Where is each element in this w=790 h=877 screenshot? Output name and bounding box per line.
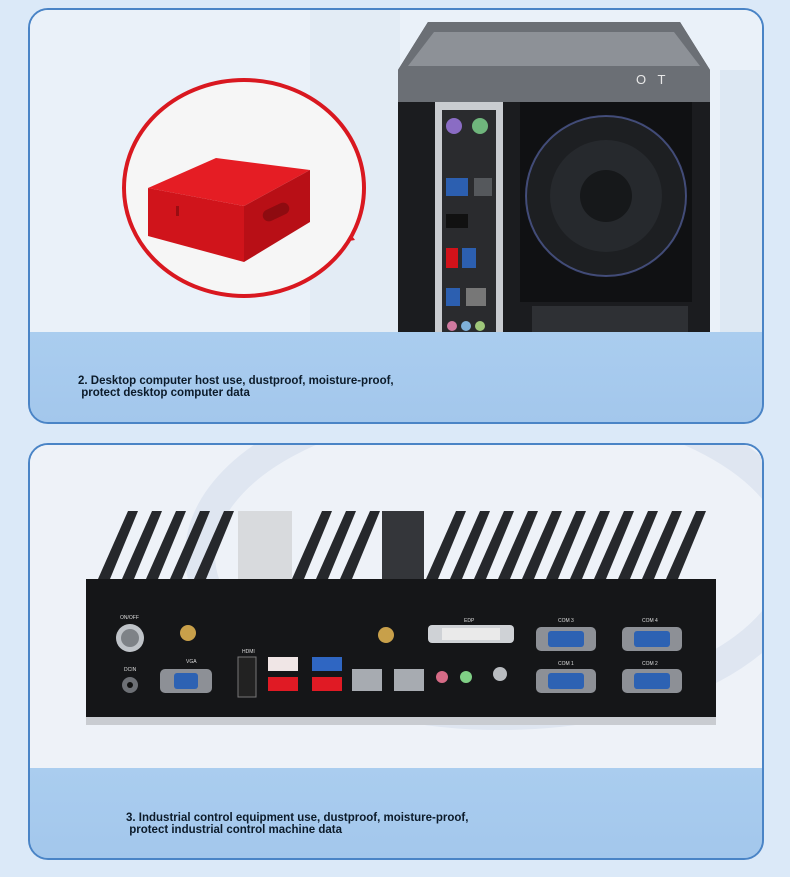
- usb-dust-plug-1: [268, 677, 298, 691]
- dust-plug-front: [148, 188, 244, 262]
- dust-plug-top: [148, 158, 310, 206]
- label-vga: VGA: [186, 659, 197, 665]
- desktop-illustration: O T: [30, 10, 762, 336]
- caption-industrial: 3. Industrial control equipment use, dus…: [126, 812, 468, 836]
- audio-out-jack: [460, 671, 472, 683]
- industrial-photo: ON/OFF DCIN VGA HDMI: [30, 445, 762, 771]
- front-panel: [86, 579, 716, 717]
- hdmi-port: [237, 656, 257, 698]
- dust-plug-callout: [122, 78, 366, 298]
- lan-port-1: [352, 669, 382, 691]
- label-on-off: ON/OFF: [120, 615, 139, 621]
- usb-dust-plug-2: [312, 677, 342, 691]
- desktop-use-card: O T: [28, 8, 764, 424]
- label-com2: COM 2: [642, 661, 658, 667]
- lan-port-2: [394, 669, 424, 691]
- usb-port-2: [312, 657, 342, 671]
- caption-line-2: protect desktop computer data: [78, 387, 250, 399]
- usb-port-1: [268, 657, 298, 671]
- caption-line-1: 3. Industrial control equipment use, dus…: [126, 812, 469, 824]
- industrial-use-card: ON/OFF DCIN VGA HDMI: [28, 443, 764, 860]
- caption-desktop: 2. Desktop computer host use, dustproof,…: [78, 375, 394, 399]
- heatsink-fins: [98, 511, 706, 583]
- label-com1: COM 1: [558, 661, 574, 667]
- case-logo: O T: [636, 72, 669, 87]
- label-com3: COM 3: [558, 618, 574, 624]
- caption-band: [30, 332, 762, 422]
- caption-line-2: protect industrial control machine data: [126, 824, 342, 836]
- caption-band: [30, 768, 762, 858]
- antenna-connector-2: [378, 627, 394, 643]
- antenna-connector-1: [180, 625, 196, 641]
- audio-mic-jack: [436, 671, 448, 683]
- ground-screw: [493, 667, 507, 681]
- desktop-case: O T: [398, 22, 710, 336]
- caption-line-1: 2. Desktop computer host use, dustproof,…: [78, 375, 394, 387]
- label-edp: EDP: [464, 618, 475, 624]
- desktop-photo: O T: [30, 10, 762, 336]
- industrial-illustration: ON/OFF DCIN VGA HDMI: [30, 445, 762, 771]
- label-dc-in: DCIN: [124, 667, 137, 673]
- label-com4: COM 4: [642, 618, 658, 624]
- label-hdmi: HDMI: [242, 649, 255, 655]
